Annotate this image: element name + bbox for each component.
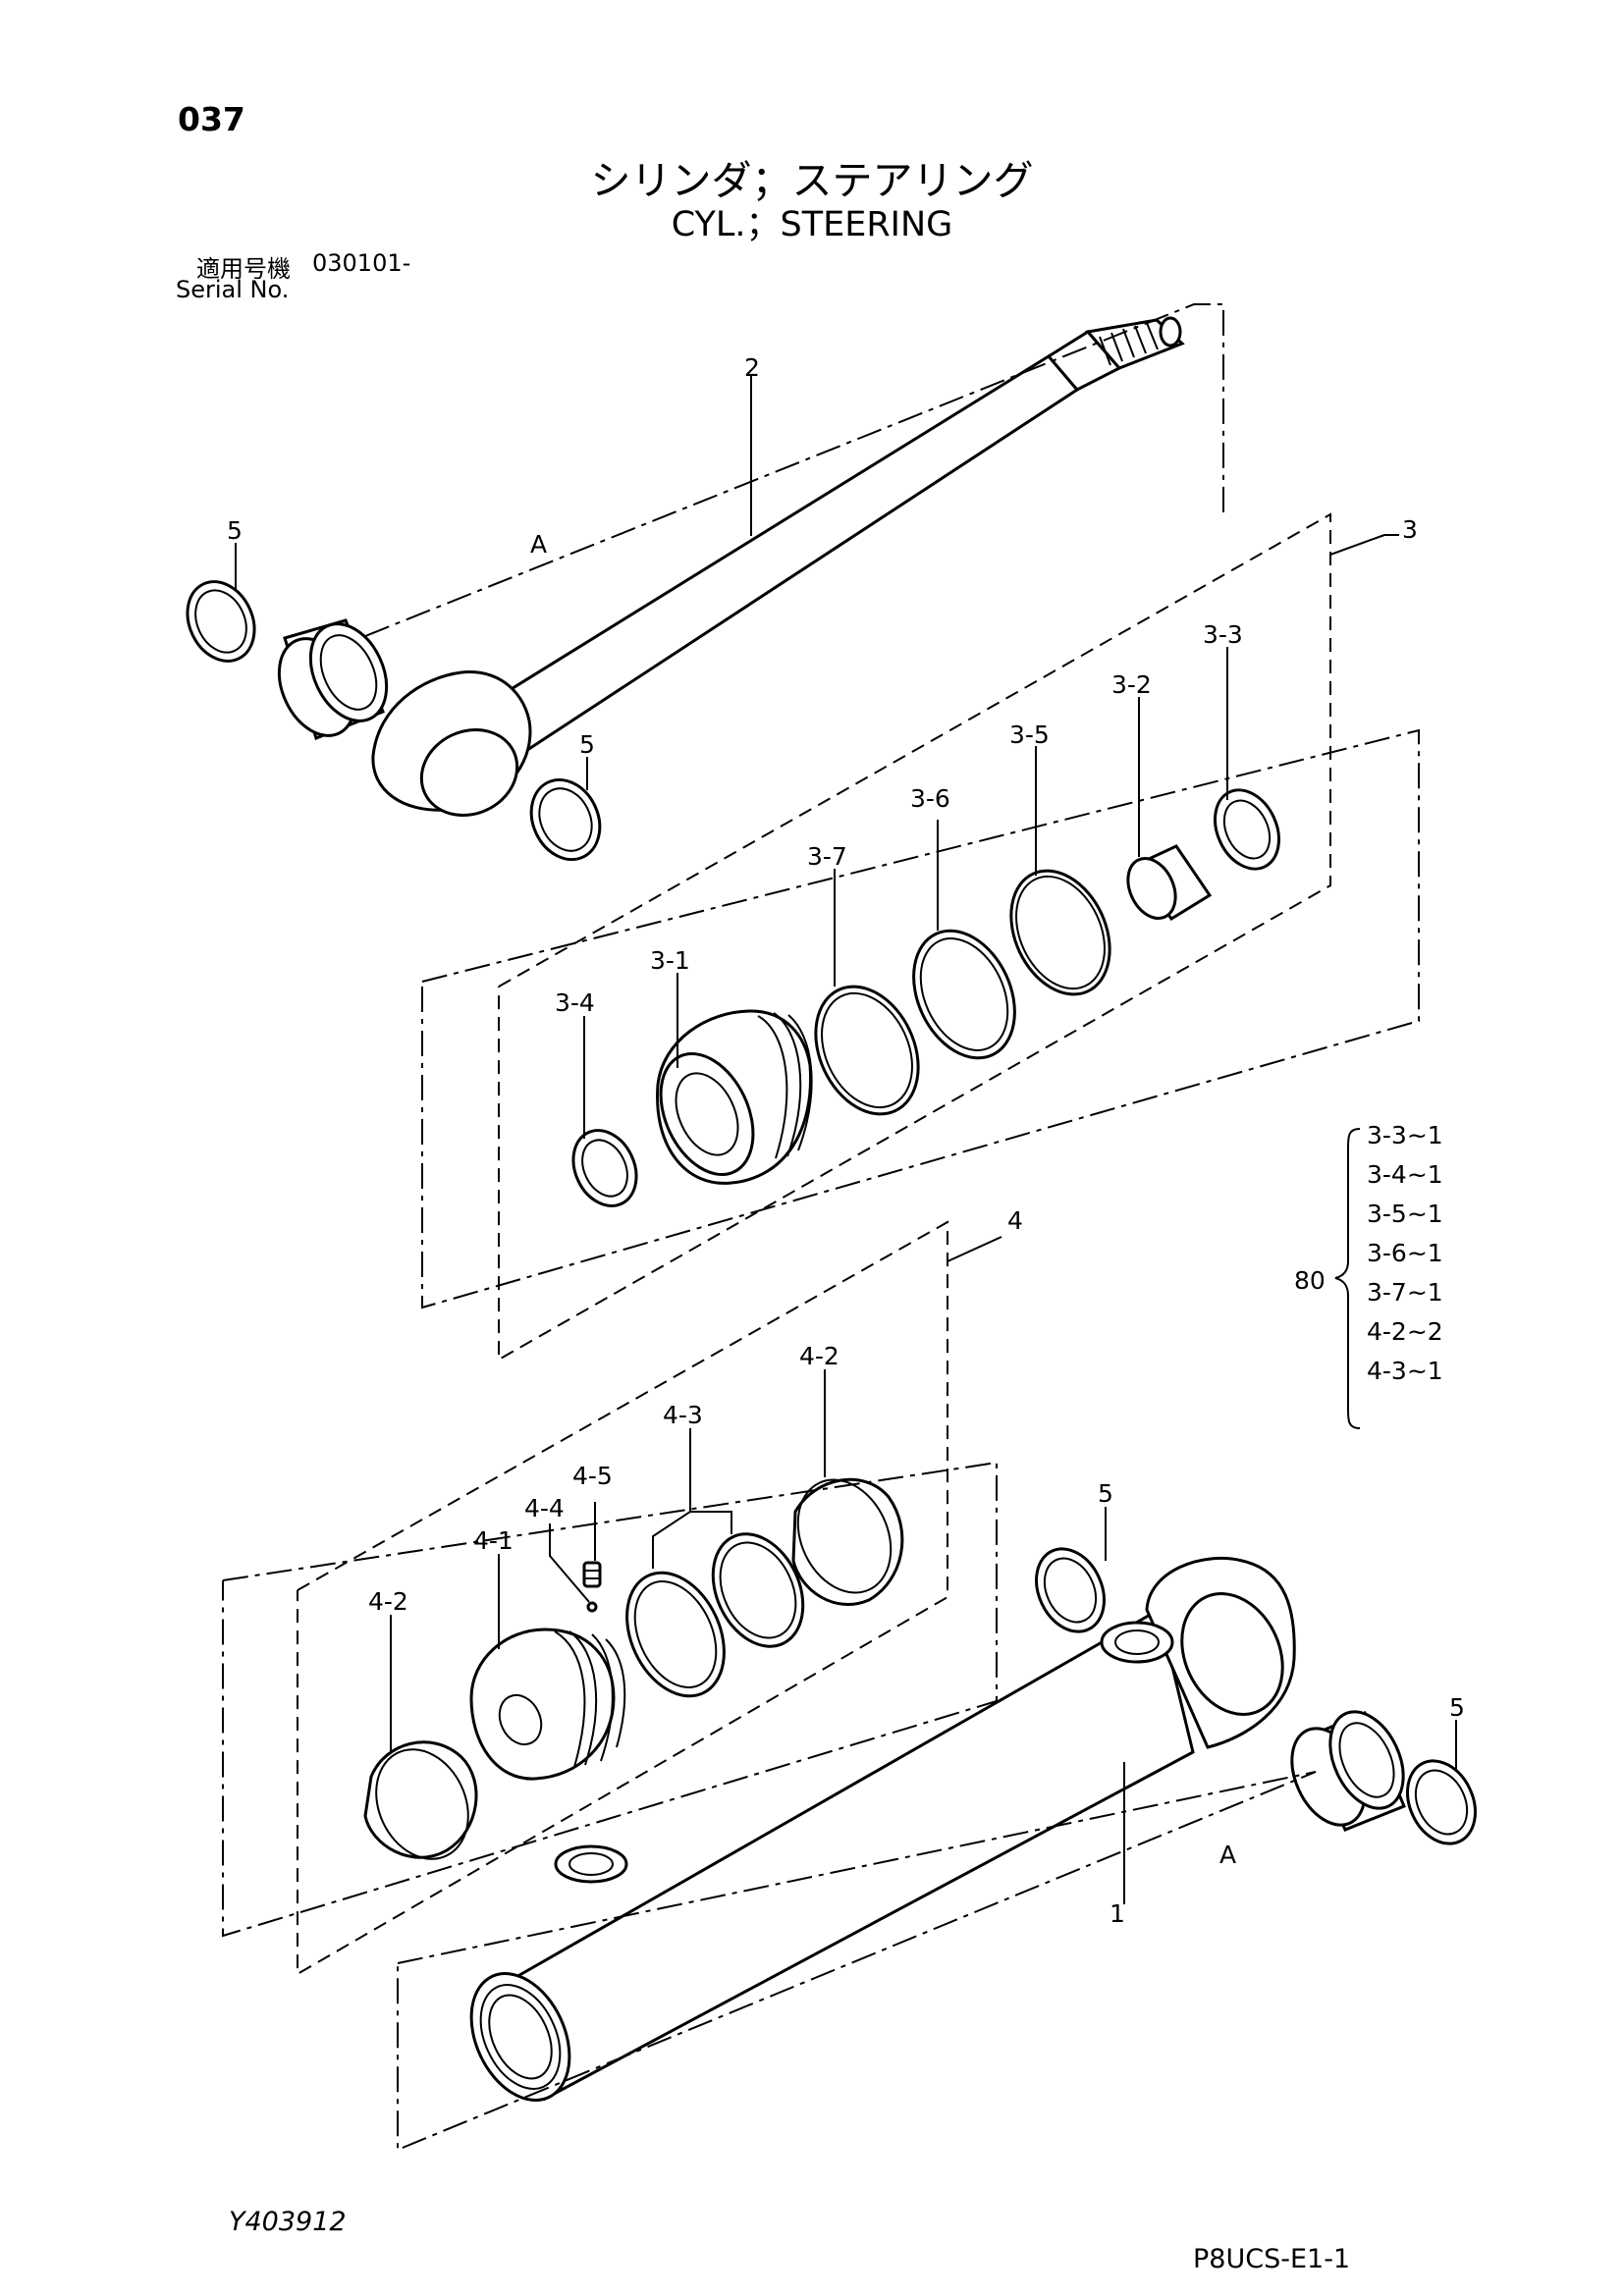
set-screw-part-4-5[interactable] bbox=[582, 1561, 602, 1588]
wiper-ring-5-top-right[interactable] bbox=[518, 769, 612, 871]
leader-lines bbox=[235, 376, 1457, 1904]
callout-a-bottom: A bbox=[1219, 1841, 1236, 1869]
callout-a-top: A bbox=[530, 530, 547, 559]
bushing-part-3-2[interactable] bbox=[1119, 844, 1213, 926]
callout-3-4: 3-4 bbox=[555, 988, 595, 1017]
callout-4-2-left: 4-2 bbox=[368, 1587, 408, 1616]
callout-4-1: 4-1 bbox=[473, 1526, 514, 1555]
ring-part-3-7[interactable] bbox=[796, 970, 938, 1131]
callout-3-2: 3-2 bbox=[1111, 670, 1152, 699]
callout-3-5: 3-5 bbox=[1009, 721, 1050, 749]
wiper-ring-5-lower-left[interactable] bbox=[1023, 1538, 1116, 1643]
ring-part-4-3-inner[interactable] bbox=[696, 1520, 821, 1661]
callout-3-7: 3-7 bbox=[807, 842, 847, 871]
callout-4-4: 4-4 bbox=[524, 1494, 565, 1522]
callout-3-6: 3-6 bbox=[910, 784, 950, 813]
page-title-english: CYL.；STEERING bbox=[671, 205, 953, 244]
serial-label-english: Serial No. bbox=[176, 276, 290, 303]
seal-kit-item: 3-7~1 bbox=[1367, 1278, 1443, 1307]
piston-rod-part[interactable] bbox=[371, 316, 1185, 830]
seal-kit-item: 3-3~1 bbox=[1367, 1121, 1443, 1149]
group-outline-lines bbox=[222, 303, 1420, 2152]
seal-kit-quantity: 80 bbox=[1294, 1266, 1326, 1295]
callout-5-top-right: 5 bbox=[579, 730, 595, 759]
ring-part-3-5[interactable] bbox=[992, 855, 1128, 1011]
upper-bushing-part[interactable] bbox=[264, 612, 401, 748]
wiper-ring-5-top-left[interactable] bbox=[175, 570, 267, 671]
cylinder-head-part-3-1[interactable] bbox=[642, 1009, 813, 1190]
seal-kit-item: 4-2~2 bbox=[1367, 1317, 1443, 1346]
serial-label-japanese: 適用号機 bbox=[196, 255, 291, 283]
ring-part-4-3-outer[interactable] bbox=[608, 1557, 742, 1712]
seal-kit-item: 3-4~1 bbox=[1367, 1160, 1443, 1189]
piston-part-4-1[interactable] bbox=[469, 1628, 626, 1781]
seal-part-3-3[interactable] bbox=[1203, 779, 1291, 879]
serial-value: 030101- bbox=[312, 249, 411, 277]
callout-3-1: 3-1 bbox=[650, 946, 690, 975]
steel-ball-part-4-4[interactable] bbox=[586, 1601, 598, 1613]
ring-part-4-2-right[interactable] bbox=[781, 1465, 908, 1608]
ring-part-4-2-left[interactable] bbox=[359, 1735, 486, 1874]
ring-part-3-6[interactable] bbox=[894, 915, 1035, 1075]
drawing-code: Y403912 bbox=[229, 2207, 347, 2237]
callout-4-2-right: 4-2 bbox=[799, 1342, 839, 1370]
callout-5-lower-right: 5 bbox=[1449, 1693, 1465, 1722]
seal-kit-list: 80 3-3~1 3-4~1 3-5~1 3-6~1 3-7~1 4-2~2 4… bbox=[1294, 1121, 1443, 1429]
seal-kit-item: 4-3~1 bbox=[1367, 1357, 1443, 1385]
callout-5-lower-left: 5 bbox=[1098, 1479, 1113, 1508]
callout-3: 3 bbox=[1402, 515, 1418, 544]
callout-1: 1 bbox=[1110, 1899, 1125, 1928]
callout-4-5: 4-5 bbox=[572, 1462, 613, 1490]
page-title-japanese: シリンダ；ステアリング bbox=[590, 157, 1034, 204]
seal-part-3-4[interactable] bbox=[562, 1120, 648, 1216]
callout-labels: 2 3 4 1 5 5 5 5 3-4 3-1 3-3 3-2 3-5 3-6 … bbox=[227, 353, 1465, 1928]
callout-4-3: 4-3 bbox=[663, 1401, 703, 1429]
callout-5-top-left: 5 bbox=[227, 516, 243, 545]
seal-kit-item: 3-6~1 bbox=[1367, 1239, 1443, 1267]
wiper-ring-5-lower-right[interactable] bbox=[1394, 1750, 1488, 1855]
cylinder-tube-part[interactable] bbox=[452, 1556, 1301, 2115]
page-number: 037 bbox=[178, 100, 245, 138]
seal-kit-item: 3-5~1 bbox=[1367, 1200, 1443, 1228]
callout-3-3: 3-3 bbox=[1203, 620, 1243, 649]
callout-2: 2 bbox=[744, 353, 760, 382]
page-code: P8UCS-E1-1 bbox=[1193, 2244, 1351, 2274]
callout-4: 4 bbox=[1007, 1206, 1023, 1235]
lower-bushing-part[interactable] bbox=[1277, 1700, 1418, 1837]
